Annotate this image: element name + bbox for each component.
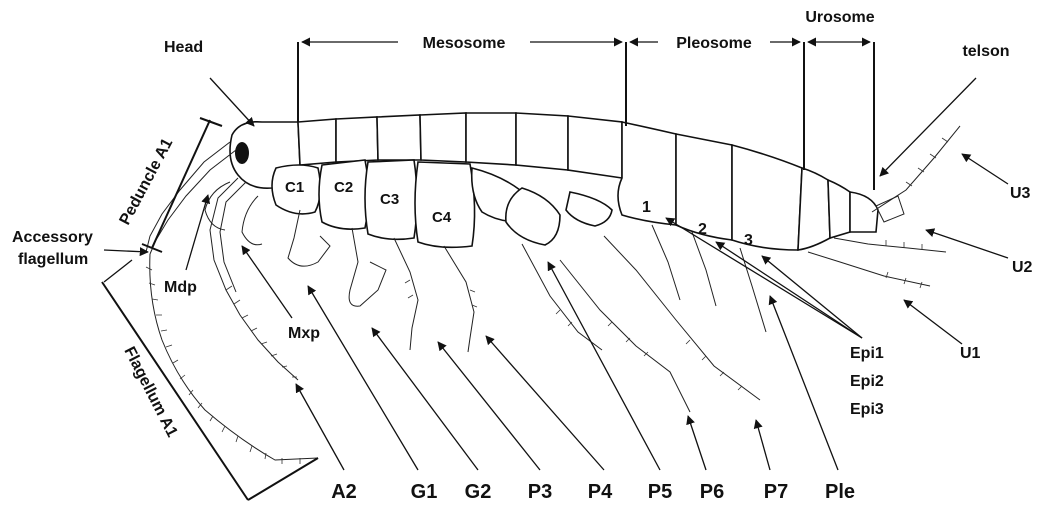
eye: [235, 142, 249, 164]
label-p5: P5: [648, 481, 672, 503]
pleon-segments: [618, 122, 802, 250]
label-pleosome: Pleosome: [676, 35, 752, 52]
label-u2: U2: [1012, 259, 1033, 276]
label-c4: C4: [432, 209, 452, 226]
pereopod-4: [444, 246, 474, 352]
uropod-2: [834, 238, 946, 252]
label-pleon-2: 2: [698, 221, 707, 238]
maxilliped: [242, 196, 262, 245]
label-ple: Ple: [825, 481, 855, 503]
pereopod-6: [560, 260, 690, 412]
label-c3: C3: [380, 191, 399, 208]
label-u1: U1: [960, 345, 981, 362]
antenna-labels: Peduncle A1 Accessory flagellum Flagellu…: [12, 136, 181, 441]
label-accessory-line2: flagellum: [18, 251, 88, 268]
label-urosome: Urosome: [805, 9, 874, 26]
label-p6: P6: [700, 481, 724, 503]
gnathopod-2: [349, 228, 386, 306]
label-g1: G1: [411, 481, 438, 503]
label-g2: G2: [465, 481, 492, 503]
telson-shape: [876, 196, 904, 222]
label-p4: P4: [588, 481, 613, 503]
label-a2: A2: [331, 481, 357, 503]
label-accessory-line1: Accessory: [12, 229, 93, 246]
label-c1: C1: [285, 179, 304, 196]
label-telson: telson: [962, 43, 1009, 60]
region-labels: Head Mesosome Pleosome Urosome telson: [164, 9, 1010, 60]
label-mdp: Mdp: [164, 279, 197, 296]
label-epi3: Epi3: [850, 401, 884, 418]
label-u3: U3: [1010, 185, 1031, 202]
epimera-labels: Epi1 Epi2 Epi3: [850, 345, 884, 418]
pereopod-3: [394, 238, 418, 350]
coxal-plates: [272, 160, 612, 247]
label-pleon-3: 3: [744, 232, 753, 249]
label-mxp: Mxp: [288, 325, 320, 342]
uropod-1: [808, 252, 930, 286]
label-c2: C2: [334, 179, 353, 196]
uropod-labels: U3 U2 U1: [960, 185, 1033, 362]
label-p3: P3: [528, 481, 552, 503]
mouthpart-labels: Mdp Mxp: [164, 279, 320, 342]
urosome-segments: [798, 168, 878, 250]
label-flagellum-a1: Flagellum A1: [120, 344, 180, 440]
label-head: Head: [164, 39, 203, 56]
label-epi1: Epi1: [850, 345, 884, 362]
appendage-labels: A2 G1 G2 P3 P4 P5 P6 P7 Ple: [331, 481, 855, 503]
label-mesosome: Mesosome: [423, 35, 506, 52]
label-p7: P7: [764, 481, 788, 503]
label-epi2: Epi2: [850, 373, 884, 390]
label-pleon-1: 1: [642, 199, 651, 216]
